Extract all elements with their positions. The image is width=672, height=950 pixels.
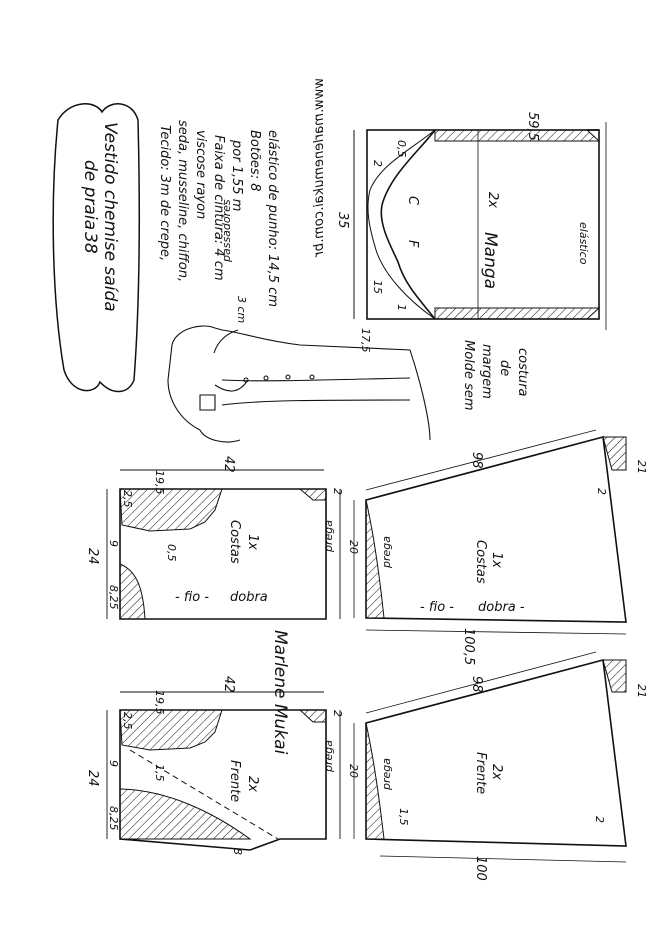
- materials-line6: Botões: 8: [247, 130, 262, 192]
- sleeve-pattern: [353, 122, 607, 330]
- front-skirt-pattern: [353, 651, 627, 863]
- designer-signature: Marlene Mukai: [270, 630, 290, 755]
- front-skirt-m2: 2: [593, 816, 606, 823]
- sleeve-count: 2x: [485, 192, 500, 208]
- back-skirt-name: Costas: [473, 540, 488, 584]
- front-bodice-m825: 8,25: [107, 806, 120, 831]
- materials-line1: Tecido: 3m de crepe,: [157, 125, 172, 262]
- sketch-label-width: 3 cm: [235, 296, 248, 324]
- back-bodice-m25: 2,5: [121, 490, 134, 508]
- back-bodice-pattern: [106, 469, 341, 620]
- sleeve-mark-05: 0,5: [395, 140, 408, 158]
- front-bodice-pattern: [106, 691, 341, 851]
- sleeve-width: 59,5: [525, 112, 540, 141]
- back-skirt-m2: 2: [595, 488, 608, 495]
- front-skirt-length: 98: [469, 676, 484, 693]
- front-bodice-m8: 8: [231, 848, 244, 855]
- pattern-size: 38: [80, 232, 100, 254]
- note-line2: margem: [479, 344, 494, 399]
- front-skirt-w20: 20: [347, 764, 360, 778]
- back-bodice-m05: 0,5: [165, 544, 178, 562]
- sleeve-c-label: C: [405, 196, 420, 206]
- sleeve-height: 35: [335, 212, 350, 229]
- front-skirt-count: 2x: [489, 764, 504, 780]
- note-line1: Molde sem: [461, 340, 476, 411]
- back-skirt-count: 1x: [489, 552, 504, 568]
- back-skirt-w20: 20: [347, 540, 360, 554]
- back-bodice-m9: 9: [107, 540, 120, 547]
- back-bodice-dobra: dobra: [230, 590, 268, 605]
- back-skirt-fio: - fio -: [420, 600, 454, 615]
- dress-sketch: [167, 325, 431, 443]
- front-bodice-m15: 1,5: [153, 764, 166, 782]
- back-bodice-m2: 2: [331, 488, 344, 495]
- back-skirt-dobra: dobra -: [478, 600, 525, 615]
- sleeve-cap-a: 15: [371, 280, 384, 294]
- website-url: www.marlenemukai.com.br: [312, 78, 327, 257]
- front-skirt-name: Frente: [473, 752, 488, 795]
- front-bodice-m2: 2: [331, 710, 344, 717]
- back-bodice-m195: 19,5: [153, 470, 166, 495]
- front-skirt-hem: 100: [473, 856, 488, 881]
- back-bodice-name: Costas: [227, 520, 242, 564]
- front-bodice-m195: 19,5: [153, 690, 166, 715]
- sleeve-mark-1: 1: [395, 304, 408, 311]
- front-skirt-w21: 21: [635, 684, 648, 698]
- sleeve-mark-2: 2: [371, 160, 384, 167]
- back-bodice-prega: prega: [322, 520, 335, 552]
- title-cloud: [52, 103, 140, 393]
- pattern-title-line2: de praia: [80, 160, 100, 230]
- materials-line7: elástico de punho: 14,5 cm: [265, 130, 280, 307]
- materials-line2: seda, musseline, chiffon,: [175, 120, 190, 283]
- back-skirt-prega: prega: [380, 536, 393, 568]
- sleeve-cap-b: 17,5: [359, 328, 372, 353]
- back-bodice-m825: 8,25: [107, 585, 120, 610]
- front-bodice-w42: 42: [221, 676, 236, 693]
- front-bodice-m9: 9: [107, 760, 120, 767]
- front-bodice-m25: 2,5: [121, 712, 134, 730]
- materials-line3: viscose rayon: [193, 130, 208, 220]
- sleeve-f-label: F: [405, 240, 420, 248]
- sketch-label-passadores: passadores: [220, 199, 233, 262]
- sleeve-name: Manga: [480, 232, 500, 290]
- pattern-title: Vestido chemise saída: [100, 122, 120, 312]
- back-skirt-hem: 100,5: [461, 628, 476, 666]
- back-bodice-count: 1x: [245, 534, 260, 550]
- back-skirt-length: 98: [469, 452, 484, 469]
- front-bodice-count: 2x: [245, 776, 260, 792]
- back-skirt-pattern: [353, 429, 627, 635]
- back-bodice-w42: 42: [221, 456, 236, 473]
- note-line4: costura: [515, 348, 530, 397]
- note-line3: de: [497, 360, 512, 377]
- back-bodice-h24: 24: [85, 548, 100, 565]
- sleeve-elastic: elástico: [577, 222, 590, 265]
- front-bodice-prega: prega: [322, 740, 335, 772]
- front-bodice-name: Frente: [227, 760, 242, 803]
- front-bodice-h24: 24: [85, 770, 100, 787]
- back-bodice-fio: - fio -: [175, 590, 209, 605]
- front-skirt-prega: prega: [380, 758, 393, 790]
- back-skirt-w21: 21: [635, 460, 648, 474]
- front-skirt-m15: 1,5: [397, 808, 410, 826]
